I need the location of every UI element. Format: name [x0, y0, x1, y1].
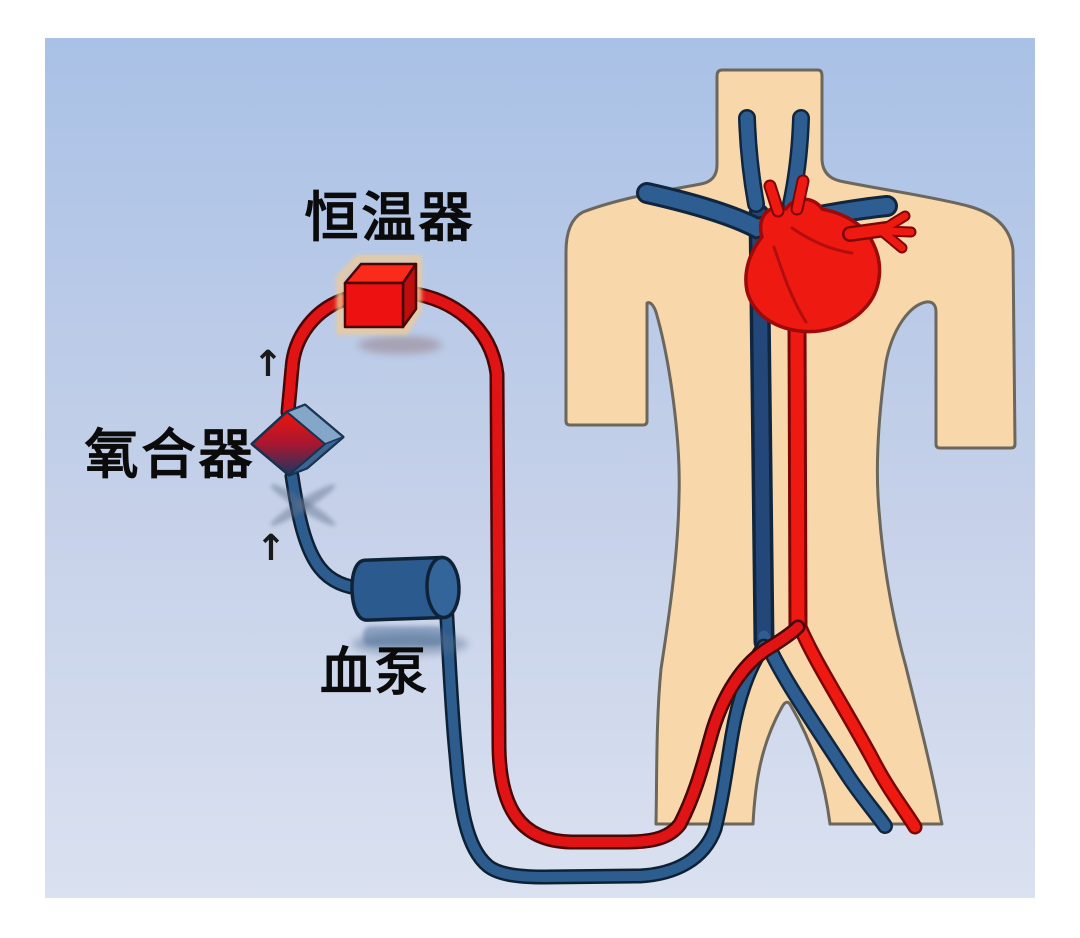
right-iliac-vein	[758, 630, 891, 832]
thermostat-glow	[336, 255, 422, 335]
heart-detail-line	[772, 245, 808, 324]
pump-end-cap	[425, 555, 461, 620]
right-jugular-vein	[784, 111, 808, 211]
left-jugular-vein	[740, 111, 763, 211]
component-shadows	[270, 336, 468, 655]
thermostat-shadow	[358, 336, 442, 354]
blood-pump-label: 血泵	[320, 644, 430, 702]
pulmonary-branch	[844, 223, 892, 240]
oxygenator-label: 氧合器	[85, 425, 256, 485]
thermostat-label: 恒温器	[305, 188, 476, 248]
venous-cannula	[441, 597, 769, 883]
heart-detail-line	[790, 226, 854, 255]
pulmonary-fork	[880, 212, 915, 252]
oxygenator-shadow-streak	[270, 484, 336, 526]
oxygenator-front-face	[251, 411, 326, 476]
flow-arrow-upper: ↑	[253, 344, 283, 385]
pump-body	[350, 555, 446, 622]
aorta	[790, 317, 805, 635]
arch-vessel-right-fill	[792, 176, 808, 214]
arterial-cannula	[405, 288, 803, 847]
artery-network	[787, 314, 923, 835]
oxygenator-device	[250, 403, 345, 477]
arch-vessel-left-fill	[765, 181, 783, 216]
pump-reflection	[363, 626, 445, 646]
thermostat-front-face	[343, 281, 405, 329]
subclavian-veins	[639, 185, 895, 237]
right-iliac-artery	[793, 617, 920, 832]
blood-pump-device	[350, 555, 461, 622]
heart	[744, 174, 917, 334]
thermostat-device	[336, 255, 422, 335]
flow-arrow-lower: ↑	[256, 528, 286, 569]
